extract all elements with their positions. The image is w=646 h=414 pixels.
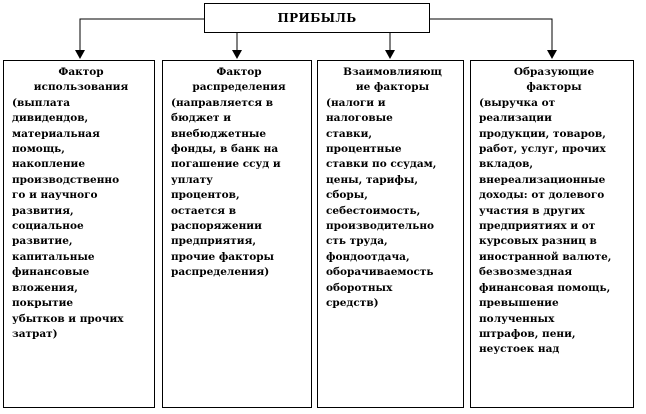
usage-factor-body-line: помощь, (12, 143, 65, 156)
forming-factors-body-line: иностранной валюте, (479, 250, 612, 263)
forming-factors-body-line: финансовая помощь, (479, 281, 611, 294)
usage-factor-body-line: финансовые (12, 266, 90, 279)
forming-factors-title-line: факторы (526, 81, 582, 94)
interacting-factors-body-line: себестоимость, (326, 204, 421, 217)
distribution-factor-title: Фактор распределения (171, 65, 307, 96)
usage-factor-body-line: убытков и прочих (12, 312, 124, 325)
usage-factor-body-line: покрытие (12, 297, 74, 310)
usage-factor-body-line: (выплата (12, 96, 70, 109)
usage-factor-body-line: капитальные (12, 250, 95, 263)
distribution-factor-body-line: остается в (171, 204, 236, 217)
interacting-factors-body-line: производительно (326, 220, 435, 233)
interacting-factors-body-line: средств) (326, 297, 379, 310)
usage-factor-body-line: производственно (12, 173, 120, 186)
forming-factors-body-line: курсовых разниц в (479, 235, 597, 248)
distribution-factor-body: (направляется в бюджет и внебюджетные фо… (171, 96, 307, 281)
forming-factors-body-line: участия в других (479, 204, 585, 217)
forming-factors-body: (выручка от реализации продукции, товаро… (479, 96, 629, 358)
arrow-to-forming-factors (430, 18, 557, 59)
distribution-factor-body-line: фонды, в банк на (171, 143, 279, 156)
interacting-factors-body-line: сть труда, (326, 235, 388, 248)
forming-factors-body-line: вкладов, (479, 158, 534, 171)
interacting-factors-body-line: ставки по ссудам, (326, 158, 437, 171)
forming-factors-body-line: продукции, товаров, (479, 127, 606, 140)
forming-factors-body-line: штрафов, пени, (479, 327, 576, 340)
forming-factors-body-line: безвозмездная (479, 266, 573, 279)
forming-factors-body-line: внереализационные (479, 173, 606, 186)
forming-factors-title-line: Образующие (513, 66, 595, 78)
interacting-factors-body: (налоги и налоговые ставки, процентные с… (326, 96, 459, 312)
usage-factor-body-line: дивидендов, (12, 112, 89, 125)
interacting-factors-body-line: ставки, (326, 127, 373, 140)
distribution-factor-title-line: распределения (192, 81, 286, 94)
distribution-factor-body-line: внебюджетные (171, 127, 267, 140)
interacting-factors-body-line: сборы, (326, 189, 368, 202)
forming-factors-body-line: доходы: от долевого (479, 189, 605, 202)
interacting-factors-body-line: фондоотдача, (326, 250, 410, 263)
distribution-factor-body-line: предприятия, (171, 235, 256, 248)
forming-factors-box: Образующие факторы (выручка от реализаци… (470, 60, 634, 408)
usage-factor-body-line: затрат) (12, 327, 58, 340)
usage-factor-title: Фактор использования (12, 65, 150, 96)
interacting-factors-box: Взаимовлияющ ие факторы (налоги и налого… (317, 60, 464, 408)
interacting-factors-body-line: (налоги и (326, 96, 386, 109)
forming-factors-title: Образующие факторы (479, 65, 629, 96)
forming-factors-body-line: предприятиях и от (479, 220, 596, 233)
interacting-factors-title-line: Взаимовлияющ (343, 66, 442, 78)
forming-factors-body-line: (выручка от (479, 96, 556, 109)
usage-factor-title-line: Фактор (58, 66, 104, 78)
usage-factor-body-line: социальное (12, 220, 84, 233)
profit-label: ПРИБЫЛЬ (277, 11, 357, 25)
forming-factors-body-line: реализации (479, 112, 552, 125)
usage-factor-body-line: развития, (12, 204, 74, 217)
distribution-factor-body-line: процентов, (171, 189, 240, 202)
usage-factor-body-line: го и научного (12, 189, 98, 202)
distribution-factor-body-line: уплату (171, 173, 213, 186)
distribution-factor-box: Фактор распределения (направляется в бюд… (162, 60, 312, 408)
forming-factors-body-line: работ, услуг, прочих (479, 143, 606, 156)
usage-factor-body: (выплата дивидендов, материальная помощь… (12, 96, 150, 343)
usage-factor-body-line: материальная (12, 127, 100, 140)
interacting-factors-body-line: оборачиваемость (326, 266, 434, 279)
usage-factor-box: Фактор использования (выплата дивидендов… (3, 60, 155, 408)
forming-factors-body-line: превышение (479, 297, 559, 310)
distribution-factor-body-line: распределения) (171, 266, 270, 279)
distribution-factor-title-line: Фактор (216, 66, 262, 78)
usage-factor-body-line: накопление (12, 158, 85, 171)
distribution-factor-body-line: прочие факторы (171, 250, 275, 263)
interacting-factors-body-line: цены, тарифы, (326, 173, 419, 186)
distribution-factor-body-line: распоряжении (171, 220, 262, 233)
distribution-factor-body-line: бюджет и (171, 112, 232, 125)
interacting-factors-body-line: оборотных (326, 281, 393, 294)
usage-factor-body-line: вложения, (12, 281, 78, 294)
arrow-to-usage-factor (75, 18, 204, 59)
interacting-factors-title-line: ие факторы (355, 81, 430, 94)
usage-factor-body-line: развитие, (12, 235, 73, 248)
forming-factors-body-line: полученных (479, 312, 555, 325)
forming-factors-body-line: неустоек над (479, 343, 560, 356)
profit-node: ПРИБЫЛЬ (204, 3, 430, 33)
distribution-factor-body-line: погашение ссуд и (171, 158, 281, 171)
distribution-factor-body-line: (направляется в (171, 96, 274, 109)
interacting-factors-title: Взаимовлияющ ие факторы (326, 65, 459, 96)
interacting-factors-body-line: налоговые (326, 112, 393, 125)
interacting-factors-body-line: процентные (326, 143, 402, 156)
usage-factor-title-line: использования (33, 81, 129, 94)
